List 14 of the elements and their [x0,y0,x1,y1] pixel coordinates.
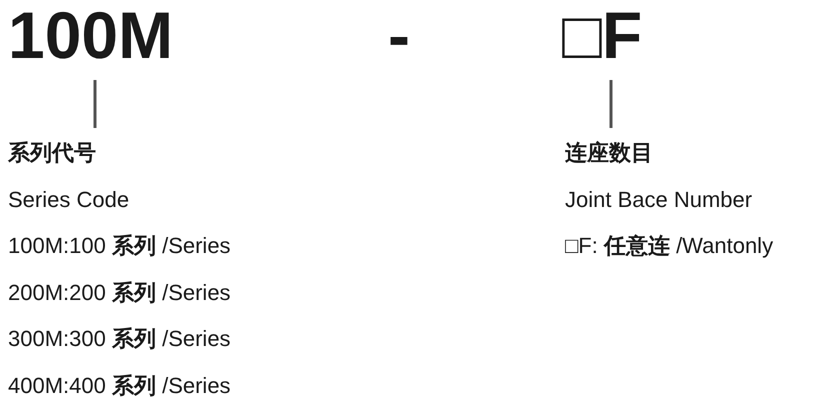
option-text: 200M:200 系列 /Series [8,280,231,306]
option-text: 300M:300 系列 /Series [8,326,231,352]
model-code-text: □F [562,2,642,68]
heading-text: 系列代号 [8,140,96,166]
separator-dash: - [388,2,410,68]
option-text: □F: 任意连 /Wantonly [565,233,774,259]
model-code-text: 100M [8,2,174,68]
option-text: 100M:100 系列 /Series [8,233,231,259]
leader-line [94,80,96,128]
leader-line [610,80,612,128]
subheading-text: Series Code [8,186,130,212]
heading-text: 连座数目 [565,140,653,166]
option-text: 400M:400 系列 /Series [8,372,231,398]
subheading-text: Joint Bace Number [565,186,752,212]
